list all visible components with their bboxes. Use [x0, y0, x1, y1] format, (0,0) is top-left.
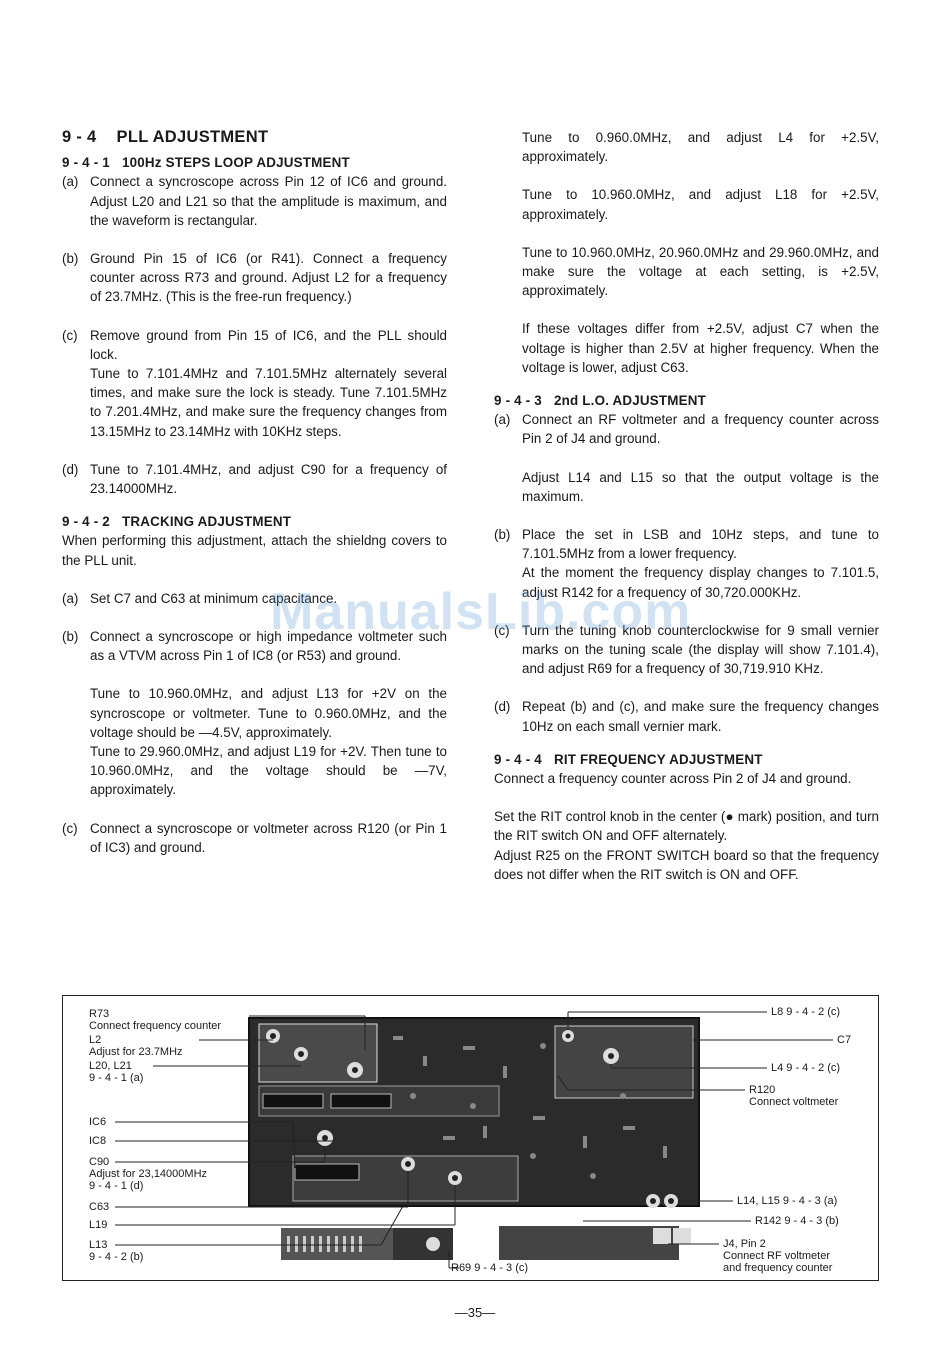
label-ic8: IC8 — [89, 1135, 107, 1147]
pcb-photo — [115, 1011, 833, 1269]
label-c63: C63 — [89, 1201, 110, 1213]
s942-intro: When performing this adjustment, attach … — [62, 533, 447, 568]
s943-item-d: (d)Repeat (b) and (c), and make sure the… — [494, 699, 879, 734]
label-l4: L4 9 - 4 - 2 (c) — [771, 1062, 841, 1074]
right-para-4: If these voltages differ from +2.5V, adj… — [522, 321, 879, 375]
s942-item-b: (b)Connect a syncroscope or high impedan… — [62, 629, 447, 798]
s941-item-a: (a)Connect a syncroscope across Pin 12 o… — [62, 174, 447, 228]
s941-item-d: (d)Tune to 7.101.4MHz, and adjust C90 fo… — [62, 461, 447, 497]
s943-item-c: (c)Turn the tuning knob counterclockwise… — [494, 622, 879, 677]
label-l19: L19 — [89, 1219, 108, 1231]
right-column: Tune to 0.960.0MHz, and adjust L4 for +2… — [494, 128, 879, 884]
label-r142: R142 9 - 4 - 3 (b) — [755, 1215, 839, 1227]
label-ic6: IC6 — [89, 1116, 107, 1128]
s942-item-c: (c)Connect a syncroscope or voltmeter ac… — [62, 820, 447, 855]
label-r69: R69 9 - 4 - 3 (c) — [451, 1262, 529, 1274]
right-para-1: Tune to 0.960.0MHz, and adjust L4 for +2… — [522, 130, 879, 165]
s941-item-b: (b)Ground Pin 15 of IC6 (or R41). Connec… — [62, 251, 447, 305]
label-l8: L8 9 - 4 - 2 (c) — [771, 1006, 841, 1018]
s942-item-a: (a)Set C7 and C63 at minimum capacitance… — [62, 590, 338, 606]
right-para-3: Tune to 10.960.0MHz, 20.960.0MHz and 29.… — [522, 244, 879, 299]
label-c7: C7 — [837, 1034, 852, 1046]
s944-para-2: Set the RIT control knob in the center (… — [494, 809, 879, 844]
s941-item-c: (c)Remove ground from Pin 15 of IC6, and… — [62, 327, 447, 439]
right-para-2: Tune to 10.960.0MHz, and adjust L18 for … — [522, 187, 879, 222]
s944-para-3: Adjust R25 on the FRONT SWITCH board so … — [494, 847, 879, 882]
s943-item-a: (a)Connect an RF voltmeter and a frequen… — [494, 412, 879, 504]
s943-item-b: (b)Place the set in LSB and 10Hz steps, … — [494, 527, 879, 600]
page-number: —35— — [454, 1305, 496, 1320]
s944-para-1: Connect a frequency counter across Pin 2… — [494, 771, 852, 787]
label-l14-l15: L14, L15 9 - 4 - 3 (a) — [737, 1195, 838, 1207]
